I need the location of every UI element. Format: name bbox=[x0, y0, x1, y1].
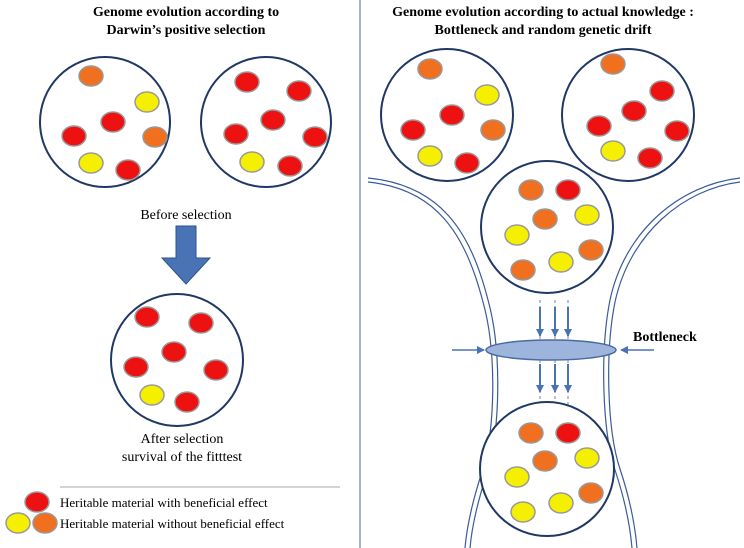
legend-beneficial-text: Heritable material with beneficial effec… bbox=[60, 495, 268, 510]
after-selection-label-line1: After selection bbox=[141, 432, 224, 447]
legend-yellow-dot bbox=[5, 512, 31, 534]
dot-yellow bbox=[504, 224, 530, 246]
legend-non-beneficial-text: Heritable material without beneficial ef… bbox=[60, 516, 285, 531]
dot-red bbox=[188, 312, 214, 334]
before-selection-label: Before selection bbox=[140, 208, 231, 223]
after-selection-label-line2: survival of the fitttest bbox=[122, 450, 242, 465]
dot-yellow bbox=[574, 204, 600, 226]
dot-yellow bbox=[474, 84, 500, 106]
dot-red bbox=[555, 179, 581, 201]
dot-red bbox=[286, 80, 312, 102]
cell-before-2 bbox=[200, 56, 332, 188]
left-title-line1: Genome evolution according to bbox=[93, 5, 279, 20]
flow-arrows-bottom bbox=[536, 364, 572, 393]
dot-red bbox=[203, 359, 229, 381]
left-title-line2: Darwin’s positive selection bbox=[107, 23, 266, 38]
dot-yellow bbox=[574, 447, 600, 469]
cell-right-bottom bbox=[479, 401, 615, 537]
dot-yellow bbox=[548, 492, 574, 514]
selection-arrow bbox=[160, 225, 212, 285]
dot-red bbox=[174, 391, 200, 413]
dot-orange bbox=[578, 482, 604, 504]
dot-red bbox=[161, 341, 187, 363]
dot-orange bbox=[518, 179, 544, 201]
dot-red bbox=[439, 104, 465, 126]
cell-right-top-1 bbox=[380, 48, 514, 182]
dot-red bbox=[664, 120, 690, 142]
dot-yellow bbox=[600, 140, 626, 162]
dot-red bbox=[586, 115, 612, 137]
channel-wall-left bbox=[367, 177, 499, 548]
dot-red bbox=[223, 123, 249, 145]
dot-yellow bbox=[139, 384, 165, 406]
dot-red bbox=[277, 155, 303, 177]
dot-yellow bbox=[510, 501, 536, 523]
cell-before-1 bbox=[39, 56, 171, 188]
cell-right-middle bbox=[480, 160, 614, 294]
dot-yellow bbox=[239, 151, 265, 173]
channel-wall-right bbox=[603, 177, 741, 548]
bottleneck-label: Bottleneck bbox=[633, 330, 697, 345]
dot-orange bbox=[142, 126, 168, 148]
dot-red bbox=[134, 306, 160, 328]
dot-orange bbox=[532, 208, 558, 230]
dot-orange bbox=[417, 58, 443, 80]
dot-orange bbox=[480, 119, 506, 141]
cell-after bbox=[110, 293, 244, 427]
right-title-line2: Bottleneck and random genetic drift bbox=[435, 23, 652, 38]
dot-orange bbox=[532, 450, 558, 472]
dot-red bbox=[61, 125, 87, 147]
dot-orange bbox=[600, 53, 626, 75]
dot-orange bbox=[78, 65, 104, 87]
dot-red bbox=[621, 100, 647, 122]
flow-arrows-top bbox=[536, 307, 572, 337]
dot-red bbox=[100, 111, 126, 133]
dot-yellow bbox=[417, 145, 443, 167]
legend-orange-dot bbox=[32, 512, 58, 534]
dot-orange bbox=[518, 422, 544, 444]
dot-red bbox=[115, 159, 141, 181]
dot-orange bbox=[578, 239, 604, 261]
dot-yellow bbox=[134, 91, 160, 113]
dot-red bbox=[649, 80, 675, 102]
dot-red bbox=[637, 147, 663, 169]
dot-red bbox=[302, 126, 328, 148]
dot-red bbox=[555, 422, 581, 444]
dot-red bbox=[260, 109, 286, 131]
dot-red bbox=[400, 119, 426, 141]
dot-red bbox=[234, 71, 260, 93]
dot-red bbox=[123, 356, 149, 378]
legend-red-dot bbox=[24, 491, 50, 513]
bottleneck-ellipse bbox=[485, 339, 617, 361]
cell-right-top-2 bbox=[561, 48, 695, 182]
dot-yellow bbox=[78, 152, 104, 174]
dot-yellow bbox=[548, 251, 574, 273]
dot-red bbox=[454, 152, 480, 174]
dot-orange bbox=[510, 259, 536, 281]
right-title-line1: Genome evolution according to actual kno… bbox=[392, 5, 694, 20]
dot-yellow bbox=[504, 466, 530, 488]
